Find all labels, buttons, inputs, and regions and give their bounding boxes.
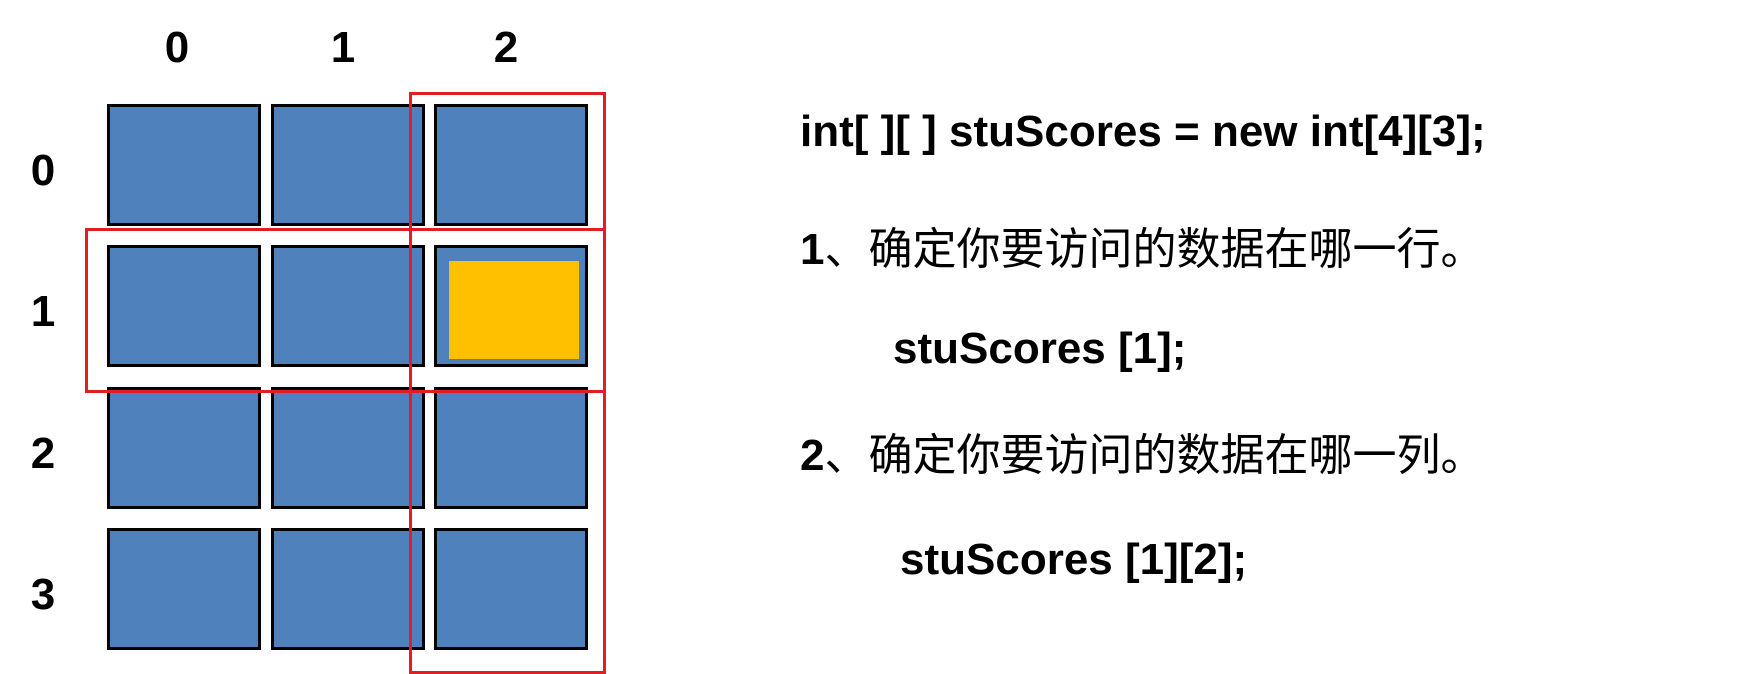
step-1: 1、确定你要访问的数据在哪一行。 (800, 228, 1484, 272)
column-label-0: 0 (164, 23, 190, 72)
cell-2-1 (271, 387, 425, 509)
cell-0-0 (107, 104, 261, 226)
cell-1-1 (271, 245, 425, 367)
cell-0-2 (434, 104, 588, 226)
cell-3-0 (107, 528, 261, 650)
step-2: 2、确定你要访问的数据在哪一列。 (800, 434, 1484, 478)
row-label-0: 0 (30, 146, 56, 195)
cell-0-1 (271, 104, 425, 226)
row-label-3: 3 (30, 570, 56, 619)
cell-3-2 (434, 528, 588, 650)
step-1-number: 1 (800, 225, 825, 274)
column-label-2: 2 (493, 23, 519, 72)
step-2-text: 、确定你要访问的数据在哪一列。 (824, 430, 1485, 481)
cell-2-2 (434, 387, 588, 509)
cell-1-0 (107, 245, 261, 367)
array-declaration: int[ ][ ] stuScores = new int[4][3]; (800, 107, 1486, 156)
selected-element-highlight (449, 261, 579, 359)
step-2-number: 2 (800, 431, 825, 480)
column-label-1: 1 (330, 23, 356, 72)
step-1-code: stuScores [1]; (893, 324, 1187, 373)
step-2-code: stuScores [1][2]; (900, 535, 1248, 584)
step-1-text: 、确定你要访问的数据在哪一行。 (824, 224, 1485, 275)
highlighted-column-outline (409, 92, 606, 674)
cell-2-0 (107, 387, 261, 509)
row-label-2: 2 (30, 429, 56, 478)
cell-3-1 (271, 528, 425, 650)
row-label-1: 1 (30, 287, 56, 336)
